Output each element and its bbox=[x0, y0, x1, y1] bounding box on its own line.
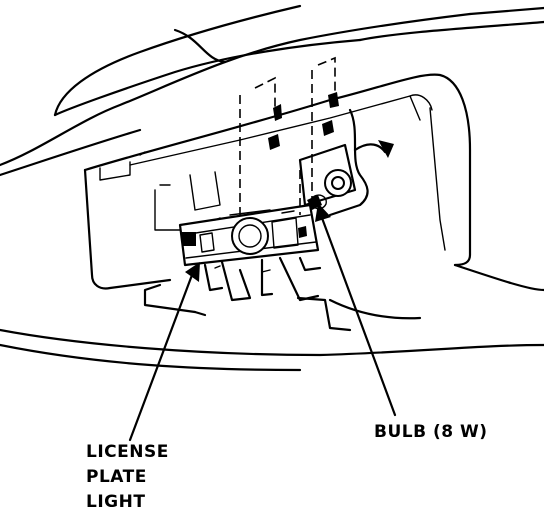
leader-bulb bbox=[315, 203, 397, 417]
bulb-label: BULB (8 W) bbox=[374, 422, 488, 442]
label-line-1: LICENSE bbox=[86, 442, 169, 462]
license-light-housing bbox=[178, 203, 320, 267]
label-line-3: LIGHT bbox=[86, 492, 146, 512]
screws bbox=[268, 92, 339, 150]
bulb-socket bbox=[298, 108, 394, 217]
license-recess-panel bbox=[83, 73, 472, 290]
license-plate-light-label: LICENSE PLATE LIGHT bbox=[86, 440, 196, 515]
label-line-2: PLATE bbox=[86, 467, 147, 487]
screw-guides bbox=[239, 56, 336, 215]
leader-license-light bbox=[128, 262, 200, 442]
lower-body-outline bbox=[0, 263, 544, 372]
mounting-tabs bbox=[203, 256, 322, 302]
trunk-lid-outline bbox=[0, 4, 544, 177]
